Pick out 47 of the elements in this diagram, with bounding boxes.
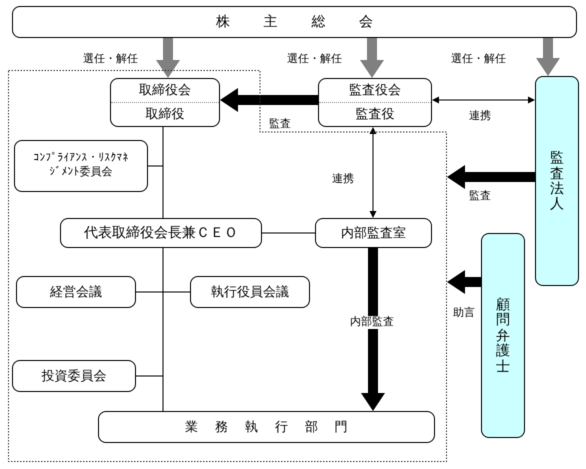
edge-label: 連携 (331, 173, 355, 186)
node-label: 内部監査室 (341, 224, 406, 242)
node-label: ｺﾝﾌﾟﾗｲｱﾝｽ・ﾘｽｸﾏﾈｼﾞﾒﾝﾄ委員会 (32, 152, 130, 180)
arrow (156, 38, 180, 78)
vertical-box (535, 76, 579, 286)
process-box (12, 6, 577, 38)
process-box (110, 78, 220, 127)
arrow (361, 248, 385, 411)
process-box (14, 140, 148, 192)
edge-label: 監査 (468, 190, 492, 204)
node-label: 業務執行部門 (184, 418, 365, 436)
edge-label: 助言 (452, 307, 476, 320)
arrow (220, 88, 318, 112)
node-label: 株主総会 (215, 13, 406, 31)
vertical-box (481, 233, 525, 438)
edge-label: 連携 (468, 110, 492, 124)
node-label: 取締役会 (139, 82, 191, 99)
process-box (315, 218, 432, 248)
process-box (318, 78, 432, 127)
node-label: 投資委員会 (42, 368, 106, 384)
process-box (16, 276, 136, 308)
arrow (370, 127, 376, 218)
node-label: 取締役 (146, 106, 184, 123)
node-label: 経営会議 (50, 284, 102, 300)
edge-label: 選任・解任 (450, 53, 507, 66)
arrow (447, 270, 481, 294)
node-label: 執行役員会議 (211, 284, 289, 300)
connector-line (262, 232, 316, 234)
edge-label: 選任・解任 (82, 53, 139, 66)
arrow (432, 96, 535, 104)
node-label: 監査法人 (550, 150, 564, 212)
process-box (190, 276, 310, 308)
edge-label: 内部監査 (349, 316, 395, 330)
connector-line (136, 248, 164, 376)
node-label: 監査役 (356, 106, 394, 123)
arrow (447, 165, 535, 189)
arrow (360, 38, 384, 78)
node-label: 代表取締役会長兼ＣＥＯ (84, 224, 238, 242)
arrow (536, 38, 560, 76)
process-box (12, 360, 136, 392)
edge-label: 監査 (268, 118, 292, 132)
node-label: 監査役会 (349, 82, 401, 99)
node-label: 顧問弁護士 (496, 297, 510, 374)
process-box (98, 411, 435, 443)
edge-label: 選任・解任 (286, 53, 343, 66)
process-box (60, 218, 262, 248)
connector-line (148, 126, 164, 166)
